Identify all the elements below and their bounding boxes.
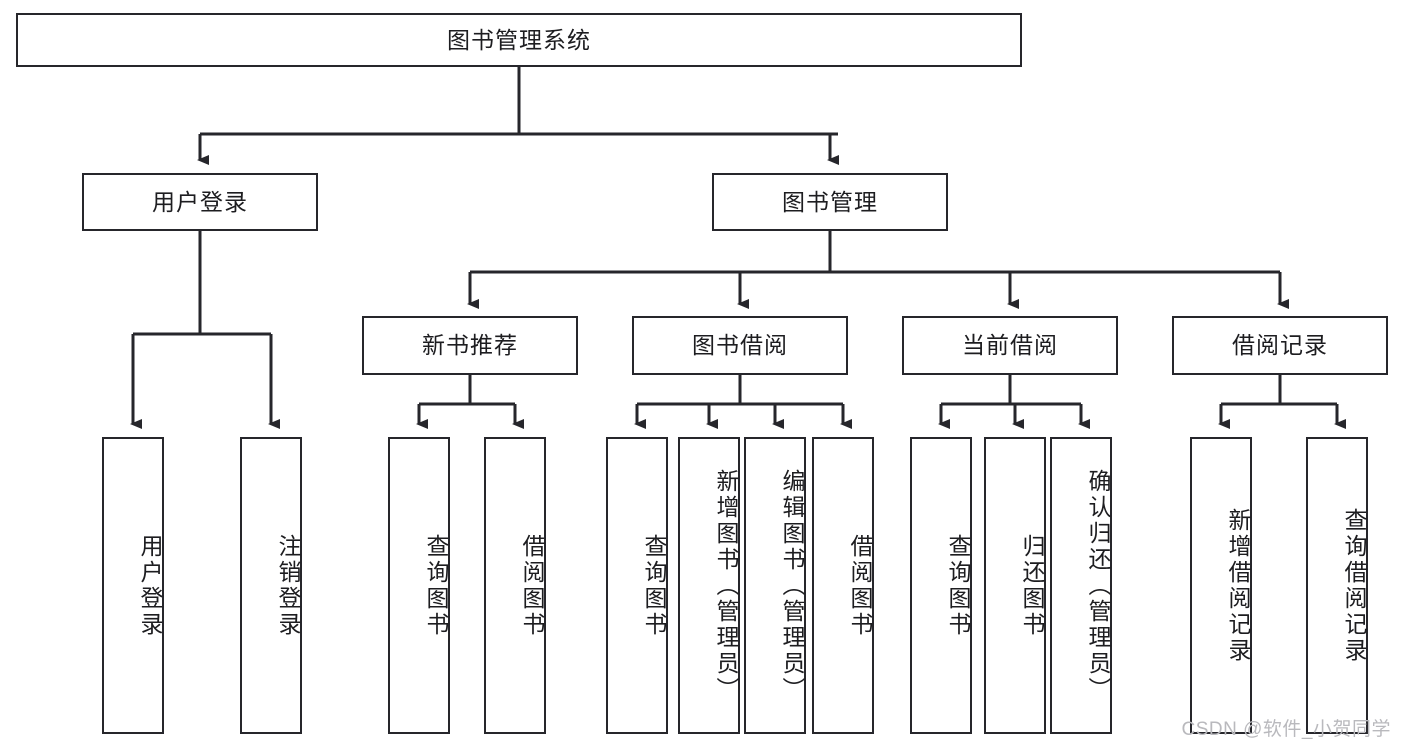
leaf-confirm-return-admin[interactable]: 确认归还（管理员） <box>1050 437 1112 734</box>
leaf-query-book-current[interactable]: 查询图书 <box>910 437 972 734</box>
leaf-edit-book-admin[interactable]: 编辑图书（管理员） <box>744 437 806 734</box>
leaf-borrow-book-borrow[interactable]: 借阅图书 <box>812 437 874 734</box>
csdn-watermark: CSDN @软件_小贺同学 <box>1181 719 1391 740</box>
node-current-borrow[interactable]: 当前借阅 <box>902 316 1118 375</box>
leaf-logout-login[interactable]: 注销登录 <box>240 437 302 734</box>
leaf-user-login[interactable]: 用户登录 <box>102 437 164 734</box>
node-new-book-recommend[interactable]: 新书推荐 <box>362 316 578 375</box>
leaf-query-book-borrow[interactable]: 查询图书 <box>606 437 668 734</box>
leaf-return-book[interactable]: 归还图书 <box>984 437 1046 734</box>
leaf-add-borrow-record[interactable]: 新增借阅记录 <box>1190 437 1252 734</box>
node-user-login[interactable]: 用户登录 <box>82 173 318 231</box>
leaf-query-book-recommend[interactable]: 查询图书 <box>388 437 450 734</box>
node-borrow-record[interactable]: 借阅记录 <box>1172 316 1388 375</box>
leaf-query-borrow-record[interactable]: 查询借阅记录 <box>1306 437 1368 734</box>
node-book-borrow[interactable]: 图书借阅 <box>632 316 848 375</box>
leaf-add-book-admin[interactable]: 新增图书（管理员） <box>678 437 740 734</box>
node-root[interactable]: 图书管理系统 <box>16 13 1022 67</box>
node-book-manage[interactable]: 图书管理 <box>712 173 948 231</box>
leaf-borrow-book-recommend[interactable]: 借阅图书 <box>484 437 546 734</box>
